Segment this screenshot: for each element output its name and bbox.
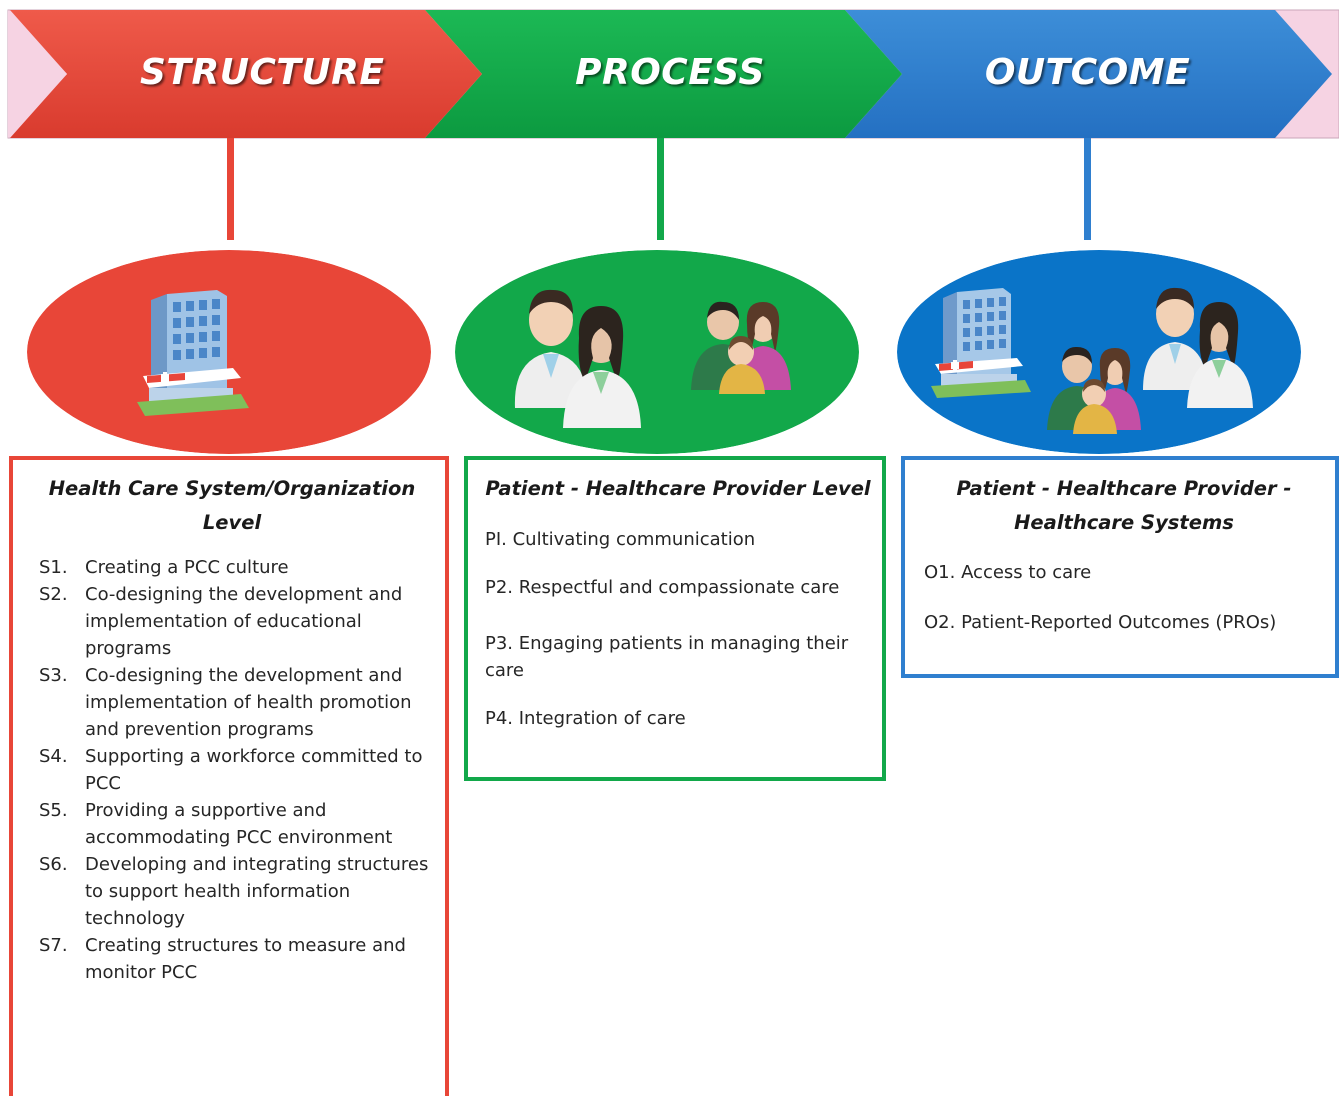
item-code: S2. bbox=[39, 584, 68, 605]
stage-label-outcome: OUTCOME bbox=[984, 52, 1191, 93]
outcome-box: Patient - Healthcare Provider - Healthca… bbox=[901, 456, 1339, 678]
item-code: S4. bbox=[39, 746, 68, 767]
process-ellipse bbox=[455, 250, 859, 454]
structure-box-title: Health Care System/Organization Level bbox=[48, 477, 416, 534]
list-item: S7. Creating structures to measure and mo… bbox=[39, 932, 439, 986]
outcome-box-title: Patient - Healthcare Provider - Healthca… bbox=[915, 472, 1333, 540]
outcome-ellipse bbox=[897, 250, 1301, 454]
doctors-icon bbox=[514, 289, 641, 428]
process-chevron bbox=[425, 10, 902, 138]
list-item: S1. Creating a PCC culture bbox=[39, 554, 439, 581]
hospital-icon bbox=[931, 288, 1031, 398]
structure-ellipse bbox=[27, 250, 431, 454]
outcome-connector bbox=[1084, 138, 1091, 240]
list-item: S3. Co-designing the development and impl… bbox=[39, 662, 439, 743]
stage-label-process: PROCESS bbox=[575, 52, 765, 93]
doctors-icon bbox=[1143, 287, 1253, 408]
family-icon bbox=[691, 301, 791, 394]
stage-label-structure: STRUCTURE bbox=[140, 52, 385, 93]
list-item: PI. Cultivating communication bbox=[485, 529, 756, 550]
structure-list: S1. Creating a PCC culture S2. Co-designin… bbox=[39, 554, 439, 986]
item-text: Co-designing the development and impleme… bbox=[85, 584, 403, 659]
item-code: S7. bbox=[39, 935, 68, 956]
list-item: P4. Integration of care bbox=[485, 708, 686, 729]
list-item: S4. Supporting a workforce committed to P… bbox=[39, 743, 439, 797]
family-icon bbox=[1047, 346, 1141, 434]
list-item: S5. Providing a supportive and accommodat… bbox=[39, 797, 439, 851]
structure-connector bbox=[227, 138, 234, 240]
item-code: S5. bbox=[39, 800, 68, 821]
item-text: Providing a supportive and accommodating… bbox=[85, 800, 393, 848]
process-box-title: Patient - Healthcare Provider Level bbox=[485, 477, 871, 500]
item-text: Creating structures to measure and monit… bbox=[85, 935, 406, 983]
outcome-title-line1: Patient - Healthcare Provider - bbox=[956, 477, 1292, 500]
item-text: Developing and integrating structures to… bbox=[85, 854, 429, 929]
outcome-chevron bbox=[845, 10, 1332, 138]
list-item: P3. Engaging patients in managing their … bbox=[485, 633, 849, 681]
item-text: Supporting a workforce committed to PCC bbox=[85, 746, 423, 794]
structure-left-notch bbox=[8, 10, 67, 138]
item-text: Creating a PCC culture bbox=[85, 557, 289, 578]
list-item: P2. Respectful and compassionate care bbox=[485, 577, 840, 598]
hospital-icon bbox=[137, 290, 249, 416]
list-item: S2. Co-designing the development and impl… bbox=[39, 581, 439, 662]
item-code: S1. bbox=[39, 557, 68, 578]
process-connector bbox=[657, 138, 664, 240]
item-text: Co-designing the development and impleme… bbox=[85, 665, 412, 740]
list-item: S6. Developing and integrating structures… bbox=[39, 851, 439, 932]
banner-arrows bbox=[7, 9, 1339, 139]
item-code: S3. bbox=[39, 665, 68, 686]
structure-chevron bbox=[10, 10, 482, 138]
list-item: O1. Access to care bbox=[924, 562, 1092, 583]
outcome-title-line2: Healthcare Systems bbox=[1014, 511, 1234, 534]
structure-box: Health Care System/Organization Level S1… bbox=[9, 456, 449, 1096]
process-box: Patient - Healthcare Provider Level PI. … bbox=[464, 456, 886, 781]
list-item: O2. Patient-Reported Outcomes (PROs) bbox=[924, 612, 1277, 633]
stage-banner: STRUCTURE PROCESS OUTCOME bbox=[0, 0, 1339, 140]
item-code: S6. bbox=[39, 854, 68, 875]
